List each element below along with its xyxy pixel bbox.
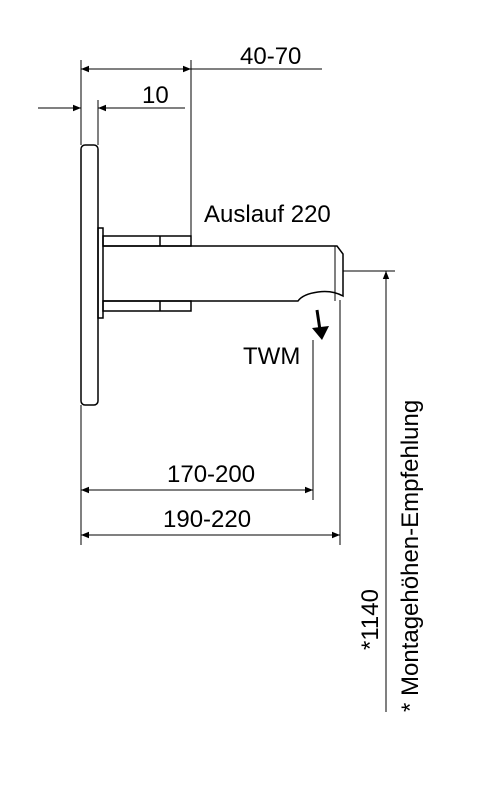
dim-outer-label: 190-220: [163, 506, 251, 533]
wall-flange: [97, 227, 104, 319]
dim-inner-label: 170-200: [167, 461, 255, 488]
dim-plate-label: 10: [142, 82, 169, 109]
sensor-label: TWM: [243, 343, 300, 370]
sensor-arrow: [312, 309, 329, 340]
height-note: * Montagehöhen-Empfehlung: [397, 400, 424, 712]
spout-label: Auslauf 220: [204, 201, 331, 228]
wall-plate: [80, 144, 99, 406]
spout-body: [102, 235, 344, 312]
dim-height-label: *1140: [357, 589, 384, 650]
dim-projection-label: 40-70: [240, 43, 301, 70]
